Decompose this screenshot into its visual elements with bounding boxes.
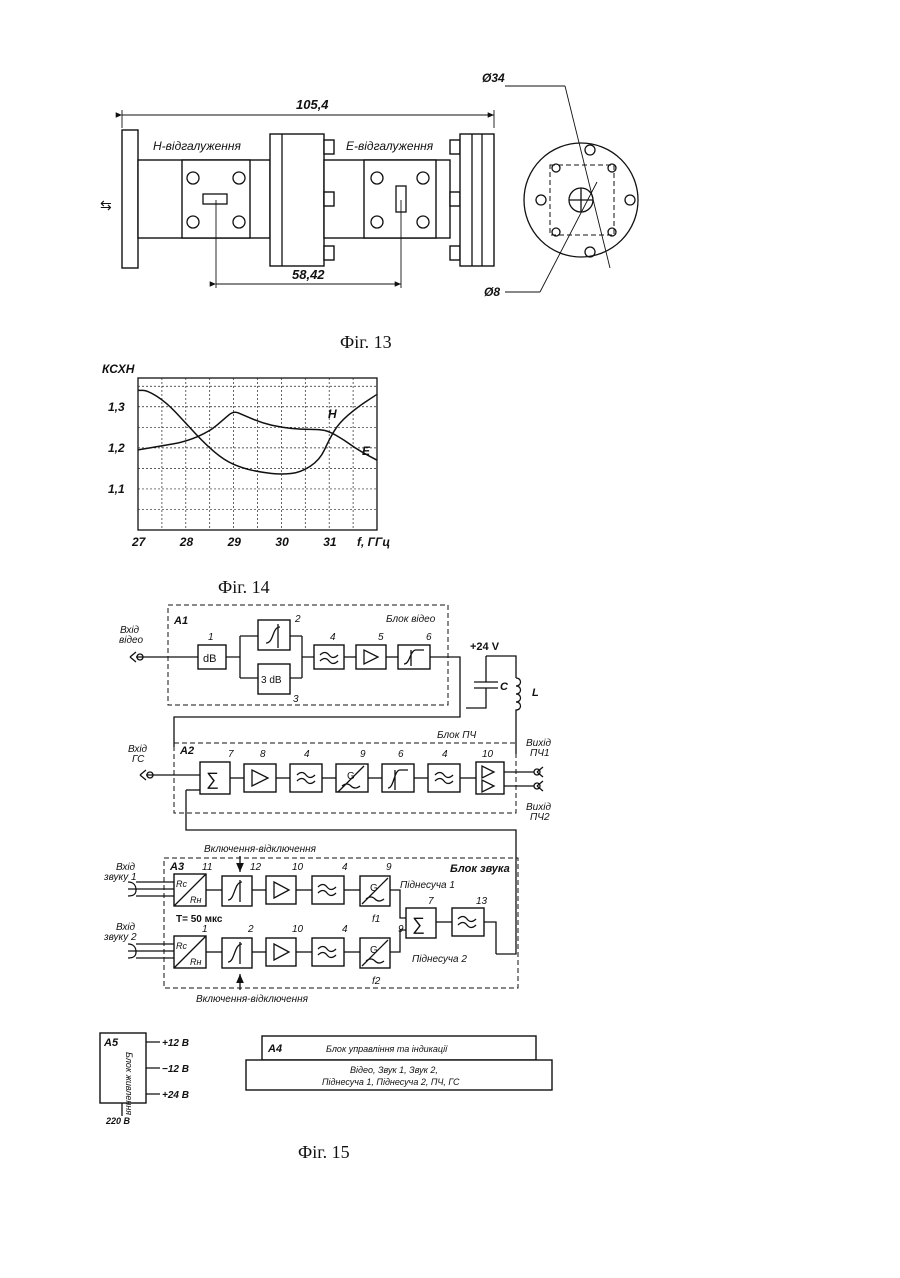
x-tick-label: 29 bbox=[227, 535, 242, 549]
a4-tag: A4 bbox=[267, 1043, 282, 1055]
fig13-dim-outer-diameter: Ø34 bbox=[482, 71, 505, 85]
a1-tag: A1 bbox=[173, 615, 188, 627]
y-tick-label: 1,1 bbox=[108, 482, 125, 496]
num-1: 1 bbox=[208, 632, 214, 643]
block-7-sum: ∑ bbox=[206, 769, 219, 789]
subcarrier1: Піднесуча 1 bbox=[400, 880, 455, 891]
inductor-l: L bbox=[532, 687, 539, 699]
num-6: 6 bbox=[426, 632, 432, 643]
num-12: 12 bbox=[250, 862, 262, 873]
sound-in2-l2: звуку 2 bbox=[103, 932, 137, 943]
num-4e: 4 bbox=[342, 924, 348, 935]
a3-tag: A3 bbox=[169, 861, 184, 873]
block-7b-sum: ∑ bbox=[412, 914, 425, 934]
num-4c: 4 bbox=[442, 749, 448, 760]
x-tick-label: 28 bbox=[179, 535, 194, 549]
fig15-block-diagram: A1 Блок відео Вхід відео dB 1 2 3 dB 3 4… bbox=[100, 605, 552, 1126]
fig13-port-arrows: ⇆ bbox=[100, 197, 112, 213]
fig13-caption: Фіг. 13 bbox=[340, 332, 392, 352]
a5-title: Блок живлення bbox=[124, 1052, 134, 1115]
num-4: 4 bbox=[330, 632, 336, 643]
num-4b: 4 bbox=[304, 749, 310, 760]
num-8: 8 bbox=[260, 749, 266, 760]
num-3: 3 bbox=[293, 694, 299, 705]
a2-title: Блок ПЧ bbox=[437, 730, 476, 741]
fig14-ylabel: КСХН bbox=[102, 362, 135, 376]
num-2: 2 bbox=[294, 614, 301, 625]
fig14-vswr-chart: 27 28 29 30 31 1,1 1,2 1,3 КСХН f, ГГц H E bbox=[102, 362, 390, 549]
x-tick-label: 31 bbox=[323, 535, 337, 549]
out-if1-l2: ПЧ1 bbox=[530, 748, 550, 759]
fig14-ticks: 27 28 29 30 31 1,1 1,2 1,3 bbox=[108, 400, 337, 549]
video-input-l2: відео bbox=[119, 635, 144, 646]
num-7: 7 bbox=[228, 749, 234, 760]
num-10b: 10 bbox=[292, 862, 304, 873]
fig14-xlabel: f, ГГц bbox=[357, 535, 390, 549]
num-2b: 2 bbox=[247, 924, 254, 935]
fig13-waveguide-drawing: 105,4 ⇆ H-відгалуження E-відгалуження bbox=[100, 71, 638, 299]
block-11-rn: Rн bbox=[190, 895, 201, 905]
block-11-rc: Rc bbox=[176, 879, 187, 889]
num-9: 9 bbox=[360, 749, 366, 760]
x-tick-label: 30 bbox=[275, 535, 289, 549]
subcarrier2: Піднесуча 2 bbox=[412, 954, 467, 965]
gs-input-l2: ГС bbox=[132, 754, 145, 765]
num-7b: 7 bbox=[428, 896, 434, 907]
fig14-grid bbox=[138, 378, 377, 530]
block-1b-rn: Rн bbox=[190, 957, 201, 967]
num-10c: 10 bbox=[292, 924, 304, 935]
a4-title: Блок управління та індикації bbox=[326, 1044, 448, 1054]
a5-tag: A5 bbox=[103, 1037, 119, 1049]
block-1-db: dB bbox=[203, 653, 216, 665]
supply-24v: +24 V bbox=[470, 641, 500, 653]
fig13-h-branch-label: H-відгалуження bbox=[153, 139, 241, 153]
capacitor-c: C bbox=[500, 681, 509, 693]
fig14-series-label-e: E bbox=[362, 444, 371, 458]
onoff-bottom: Включення-відключення bbox=[196, 994, 309, 1005]
a4-bar-l2: Піднесуча 1, Піднесуча 2, ПЧ, ГС bbox=[322, 1077, 460, 1087]
num-10: 10 bbox=[482, 749, 494, 760]
a4-bar-l1: Відео, Звук 1, Звук 2, bbox=[350, 1065, 438, 1075]
f2-label: f2 bbox=[372, 976, 381, 987]
fig13-dim-inner-diameter: Ø8 bbox=[484, 285, 500, 299]
num-13: 13 bbox=[476, 896, 488, 907]
num-5: 5 bbox=[378, 632, 384, 643]
num-1b: 1 bbox=[202, 924, 208, 935]
fig14-caption: Фіг. 14 bbox=[218, 577, 270, 597]
psu-out-2: −12 В bbox=[162, 1064, 189, 1075]
num-9b: 9 bbox=[386, 862, 392, 873]
fig13-dim-length: 105,4 bbox=[296, 97, 329, 112]
sound-in1-l2: звуку 1 bbox=[103, 872, 137, 883]
psu-input: 220 В bbox=[105, 1116, 131, 1126]
num-6b: 6 bbox=[398, 749, 404, 760]
a2-tag: A2 bbox=[179, 745, 194, 757]
fig13-dim-spacing: 58,42 bbox=[292, 267, 325, 282]
out-if2-l2: ПЧ2 bbox=[530, 812, 550, 823]
num-11: 11 bbox=[202, 862, 212, 873]
onoff-top: Включення-відключення bbox=[204, 844, 317, 855]
fig15-caption: Фіг. 15 bbox=[298, 1142, 350, 1162]
num-4d: 4 bbox=[342, 862, 348, 873]
fig13-e-branch-label: E-відгалуження bbox=[346, 139, 434, 153]
psu-out-3: +24 В bbox=[162, 1090, 189, 1101]
y-tick-label: 1,2 bbox=[108, 441, 125, 455]
block-3-3db: 3 dB bbox=[261, 675, 282, 686]
a3-title: Блок звука bbox=[450, 863, 510, 875]
a1-title: Блок відео bbox=[386, 614, 436, 625]
y-tick-label: 1,3 bbox=[108, 400, 125, 414]
fig14-series-label-h: H bbox=[328, 407, 337, 421]
x-tick-label: 27 bbox=[131, 535, 147, 549]
t50-label: T= 50 мкс bbox=[176, 914, 223, 925]
block-1b-rc: Rc bbox=[176, 941, 187, 951]
f1-label: f1 bbox=[372, 914, 380, 925]
psu-out-1: +12 В bbox=[162, 1038, 189, 1049]
